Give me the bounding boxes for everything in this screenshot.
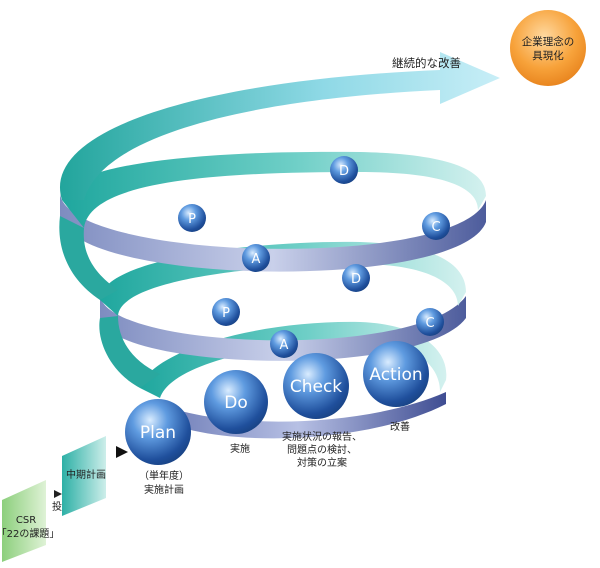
csr-label-line2: 「22の課題」 [0,527,59,540]
check-ball: Check [283,353,349,419]
midterm-label: 中期計画 [66,468,106,481]
plan-ball: Plan [125,399,191,465]
spiral-connector-upper [59,216,118,300]
middle-cycle-c: C [416,308,444,336]
to-plan-arrow-icon [116,446,128,458]
goal-circle [510,10,586,86]
svg-text:Action: Action [369,365,422,385]
arrow-label: 継続的な改善 [392,56,461,70]
middle-cycle-d: D [342,264,370,292]
svg-text:C: C [425,316,434,331]
upper-cycle-a: A [242,244,270,272]
svg-text:Check: Check [290,377,342,397]
svg-text:Plan: Plan [140,423,176,443]
csr-step-block [2,480,46,562]
svg-text:A: A [252,252,261,267]
do-desc: 実施 [230,442,250,455]
plan-desc-line1: （単年度） [139,469,189,482]
svg-text:P: P [222,306,230,321]
svg-text:P: P [188,212,196,227]
midterm-step-block [62,436,106,516]
svg-text:Do: Do [224,393,248,413]
action-ball: Action [363,341,429,407]
csr-label-line1: CSR [16,515,36,526]
svg-text:A: A [280,338,289,353]
middle-cycle-a: A [270,330,298,358]
spiral-band-up-front [62,151,486,228]
continuous-improvement-arrow [59,52,500,200]
check-desc-line1: 実施状況の報告、 [282,430,362,443]
middle-cycle-p: P [212,298,240,326]
goal-label-line2: 具現化 [532,49,564,62]
upper-cycle-c: C [422,212,450,240]
spiral-band-mid-back [100,296,466,361]
projection-arrow-icon [54,490,62,498]
plan-desc-line2: 実施計画 [144,483,184,496]
svg-text:D: D [339,164,349,179]
svg-text:C: C [431,220,440,235]
spiral-band-up-back [60,194,486,272]
spiral-connector-middle [99,316,160,388]
action-desc: 改善 [390,420,410,433]
do-ball: Do [204,370,268,434]
goal-label-line1: 企業理念の [522,35,575,48]
upper-cycle-d: D [330,156,358,184]
svg-text:D: D [351,272,361,287]
upper-cycle-p: P [178,204,206,232]
check-desc-line3: 対策の立案 [297,456,347,469]
check-desc-line2: 問題点の検討、 [287,443,357,456]
